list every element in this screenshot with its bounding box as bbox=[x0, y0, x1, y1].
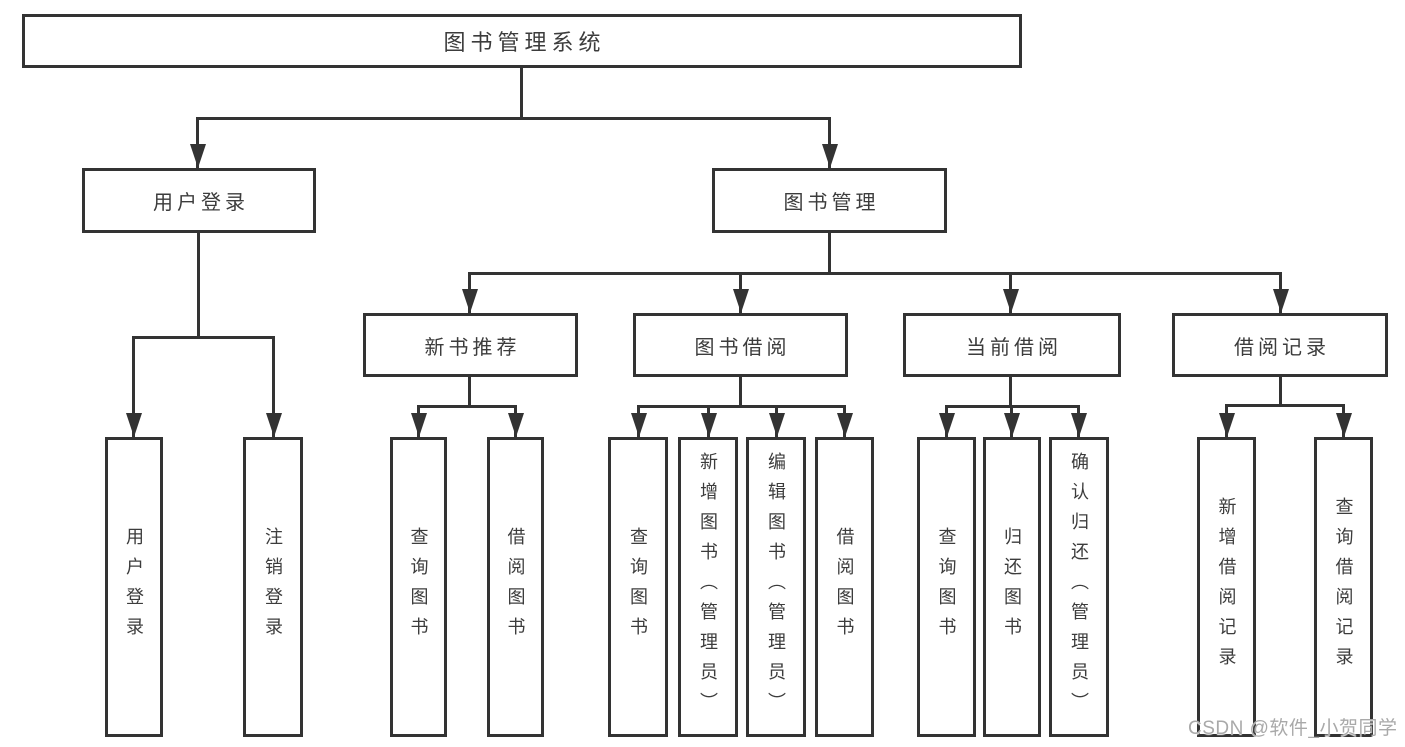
node-label: 图书管理系统 bbox=[443, 30, 606, 55]
connector-root-stem bbox=[520, 68, 523, 118]
node-label: 确认归还（管理员） bbox=[1069, 452, 1089, 722]
node-new-book-recommend: 新书推荐 bbox=[363, 313, 578, 377]
connector-drop bbox=[1077, 406, 1080, 437]
leaf-bb-add-books-admin: 新增图书（管理员） bbox=[678, 437, 738, 737]
leaf-cb-return-books: 归还图书 bbox=[983, 437, 1041, 737]
node-borrow-records: 借阅记录 bbox=[1172, 313, 1388, 377]
connector-drop bbox=[1010, 406, 1013, 437]
connector-arrow-user-login bbox=[196, 118, 199, 168]
leaf-bb-query-books: 查询图书 bbox=[608, 437, 668, 737]
node-label: 图书借阅 bbox=[694, 336, 791, 359]
leaf-br-add-borrow-record: 新增借阅记录 bbox=[1197, 437, 1256, 737]
node-book-borrow: 图书借阅 bbox=[633, 313, 848, 377]
connector-borrow-records-bus bbox=[1225, 404, 1345, 407]
leaf-nb-borrow-books: 借阅图书 bbox=[487, 437, 544, 737]
node-label: 查询图书 bbox=[628, 527, 648, 647]
node-label: 新增借阅记录 bbox=[1216, 497, 1237, 677]
node-label: 新书推荐 bbox=[424, 336, 521, 359]
leaf-user-login: 用户登录 bbox=[105, 437, 163, 737]
connector-book-borrow-bus bbox=[637, 405, 846, 408]
node-label: 借阅记录 bbox=[1234, 336, 1330, 359]
node-label: 编辑图书（管理员） bbox=[766, 452, 786, 722]
leaf-bb-borrow-books: 借阅图书 bbox=[815, 437, 874, 737]
leaf-cb-query-books: 查询图书 bbox=[917, 437, 976, 737]
node-label: 图书管理 bbox=[783, 192, 880, 214]
node-library-system: 图书管理系统 bbox=[22, 14, 1022, 68]
leaf-logout: 注销登录 bbox=[243, 437, 303, 737]
connector-arrow-book-borrow bbox=[739, 273, 742, 313]
node-current-borrow: 当前借阅 bbox=[903, 313, 1121, 377]
connector-book-management-stem bbox=[828, 233, 831, 273]
connector-arrow-borrow-records bbox=[1279, 273, 1282, 313]
connector-drop bbox=[945, 406, 948, 437]
node-label: 借阅图书 bbox=[834, 527, 855, 647]
node-label: 用户登录 bbox=[124, 527, 144, 647]
connector-arrow-leaf-logout bbox=[272, 337, 275, 437]
node-label: 查询图书 bbox=[408, 527, 429, 647]
node-label: 当前借阅 bbox=[966, 336, 1062, 359]
connector-current-borrow-stem bbox=[1009, 377, 1012, 406]
node-label: 借阅图书 bbox=[505, 527, 526, 647]
node-label: 用户登录 bbox=[153, 192, 249, 214]
leaf-bb-edit-books-admin: 编辑图书（管理员） bbox=[746, 437, 806, 737]
connector-level2-bus bbox=[468, 272, 1282, 275]
connector-drop bbox=[417, 406, 420, 437]
connector-new-books-bus bbox=[417, 405, 517, 408]
connector-arrow-new-books bbox=[468, 273, 471, 313]
node-label: 归还图书 bbox=[1002, 527, 1022, 647]
connector-user-login-stem bbox=[197, 233, 200, 337]
connector-new-books-stem bbox=[468, 377, 471, 406]
connector-drop bbox=[1225, 405, 1228, 437]
connector-drop bbox=[637, 406, 640, 437]
node-label: 查询图书 bbox=[936, 527, 957, 647]
connector-drop bbox=[1342, 405, 1345, 437]
leaf-br-query-borrow-record: 查询借阅记录 bbox=[1314, 437, 1373, 737]
node-user-login: 用户登录 bbox=[82, 168, 316, 233]
node-label: 查询借阅记录 bbox=[1333, 497, 1354, 677]
connector-drop bbox=[707, 406, 710, 437]
connector-borrow-records-stem bbox=[1279, 377, 1282, 405]
connector-arrow-current-borrow bbox=[1009, 273, 1012, 313]
node-book-management: 图书管理 bbox=[712, 168, 947, 233]
connector-user-login-bus bbox=[132, 336, 275, 339]
leaf-nb-query-books: 查询图书 bbox=[390, 437, 447, 737]
csdn-watermark: CSDN @软件_小贺同学 bbox=[1188, 718, 1398, 739]
node-label: 新增图书（管理员） bbox=[698, 452, 718, 722]
node-label: 注销登录 bbox=[263, 527, 283, 647]
connector-drop bbox=[514, 406, 517, 437]
connector-drop bbox=[775, 406, 778, 437]
connector-drop bbox=[843, 406, 846, 437]
connector-arrow-book-management bbox=[828, 118, 831, 168]
connector-book-borrow-stem bbox=[739, 377, 742, 406]
connector-arrow-leaf-user-login bbox=[132, 337, 135, 437]
connector-level1-bus bbox=[196, 117, 831, 120]
leaf-cb-confirm-return-admin: 确认归还（管理员） bbox=[1049, 437, 1109, 737]
